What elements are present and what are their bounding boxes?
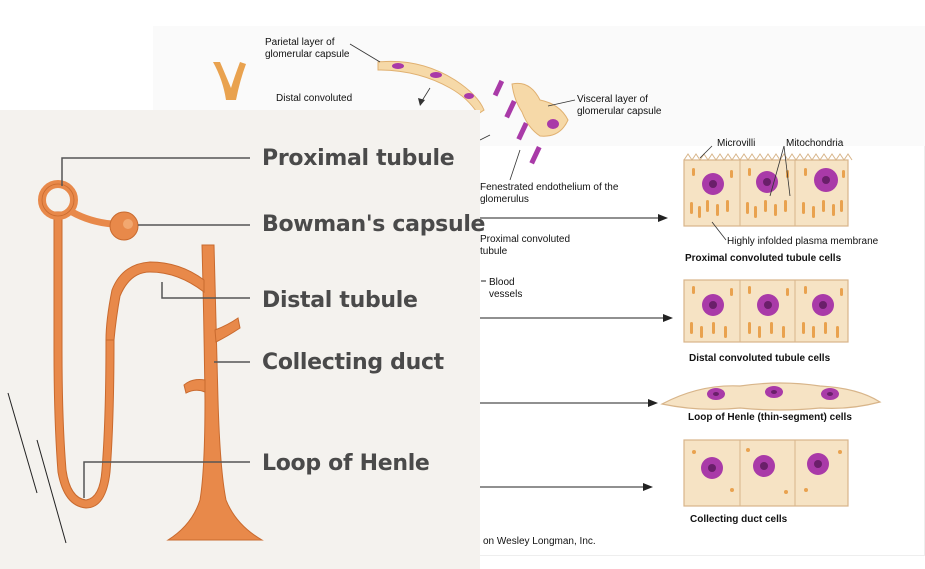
- proximal-cells-illustration: [683, 145, 853, 241]
- credit-line: on Wesley Longman, Inc.: [483, 536, 596, 547]
- label-loop-of-henle: Loop of Henle: [262, 451, 430, 476]
- label-proximal-tubule: Proximal tubule: [262, 146, 455, 171]
- leader-henle: [83, 461, 250, 498]
- endothelium-bar-4: [529, 145, 542, 165]
- label-mitochondria: Mitochondria: [786, 138, 844, 149]
- endothelium-bar-1: [492, 79, 505, 97]
- leader-distal: [161, 282, 250, 299]
- label-bowmans-capsule: Bowman's capsule: [262, 212, 486, 237]
- label-microvilli: Microvilli: [717, 138, 756, 149]
- parietal-nucleus-2: [430, 72, 442, 78]
- label-collecting-duct: Collecting duct: [262, 350, 444, 375]
- distal-cells-illustration: [683, 279, 849, 343]
- label-infolded-membrane: Highly infolded plasma membrane: [727, 236, 879, 247]
- label-visceral-layer: Visceral layer of glomerular capsule: [577, 94, 662, 117]
- henle-cells-illustration: [660, 382, 882, 411]
- label-proximal-convoluted-tubule: Proximal convoluted tubule: [480, 234, 571, 257]
- title-distal-cells: Distal convoluted tubule cells: [689, 353, 831, 364]
- collecting-duct-shape: [166, 244, 264, 541]
- podocyte-nucleus: [547, 119, 559, 129]
- parietal-nucleus-1: [392, 63, 404, 69]
- title-proximal-cells: Proximal convoluted tubule cells: [685, 253, 842, 264]
- vessel-fork-shape: [213, 62, 246, 100]
- title-collecting-cells: Collecting duct cells: [690, 514, 788, 525]
- distal-tubule-shape: [105, 261, 205, 341]
- diagonal-line-2: [36, 439, 67, 544]
- label-blood-vessels: Blood vessels: [489, 277, 523, 300]
- label-distal-tubule: Distal tubule: [262, 288, 418, 313]
- parietal-layer-shape: [377, 60, 485, 115]
- title-henle-cells: Loop of Henle (thin-segment) cells: [688, 412, 852, 423]
- endothelium-bar-2: [504, 99, 517, 119]
- parietal-nucleus-3: [464, 93, 474, 99]
- label-distal-convoluted-back: Distal convoluted: [276, 93, 353, 104]
- label-parietal-layer: Parietal layer of glomerular capsule: [265, 37, 350, 60]
- front-figure-panel: [0, 110, 480, 569]
- collecting-cells-illustration: [683, 439, 849, 507]
- loop-of-henle-shape: [53, 211, 115, 509]
- endothelium-bar-3: [516, 121, 529, 141]
- label-fenestrated-endothelium: Fenestrated endothelium of the glomerulu…: [480, 182, 619, 205]
- diagonal-line-1: [7, 392, 38, 494]
- leader-proximal: [61, 157, 250, 186]
